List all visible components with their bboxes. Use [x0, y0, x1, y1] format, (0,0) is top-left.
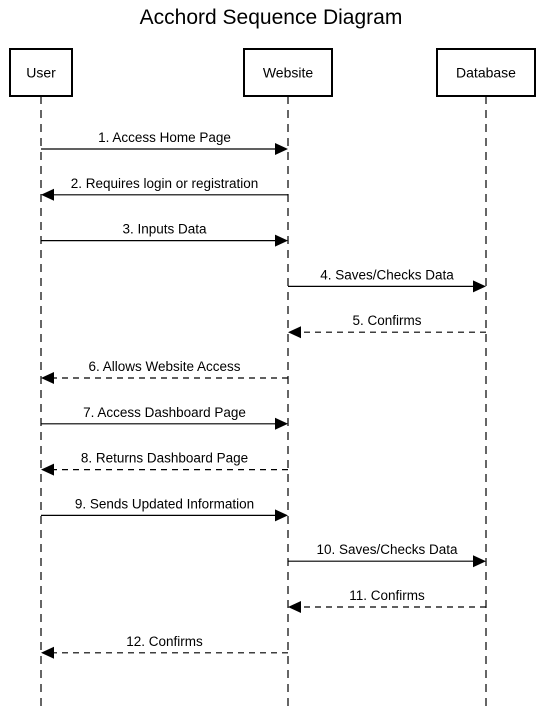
arrowhead-icon: [41, 646, 54, 659]
message-2: 2. Requires login or registration: [41, 176, 288, 201]
lifelines: [40, 96, 487, 708]
message-label-2: 2. Requires login or registration: [71, 176, 259, 191]
participant-label-user: User: [26, 65, 56, 81]
participant-user: User: [9, 48, 73, 97]
message-12: 12. Confirms: [41, 634, 288, 659]
message-label-9: 9. Sends Updated Information: [75, 496, 254, 511]
participant-label-website: Website: [263, 65, 314, 81]
participant-label-database: Database: [456, 65, 516, 81]
message-10: 10. Saves/Checks Data: [288, 542, 486, 568]
participant-database: Database: [436, 48, 536, 97]
arrowhead-icon: [288, 326, 301, 339]
message-label-3: 3. Inputs Data: [122, 222, 207, 237]
message-6: 6. Allows Website Access: [41, 359, 288, 384]
arrowhead-icon: [473, 280, 486, 293]
message-11: 11. Confirms: [288, 588, 486, 613]
arrowhead-icon: [275, 234, 288, 247]
arrowhead-icon: [473, 555, 486, 568]
arrowhead-icon: [275, 417, 288, 430]
message-7: 7. Access Dashboard Page: [41, 405, 288, 430]
message-1: 1. Access Home Page: [41, 130, 288, 155]
arrowhead-icon: [288, 601, 301, 613]
participant-box-user: [9, 48, 73, 97]
arrowhead-icon: [41, 463, 54, 476]
participant-box-website: [243, 48, 333, 97]
message-label-5: 5. Confirms: [352, 313, 421, 328]
arrowhead-icon: [41, 188, 54, 201]
diagram-title: Acchord Sequence Diagram: [139, 6, 403, 29]
message-label-10: 10. Saves/Checks Data: [316, 542, 458, 557]
participant-box-database: [436, 48, 536, 97]
participant-website: Website: [243, 48, 333, 97]
message-label-7: 7. Access Dashboard Page: [83, 405, 246, 420]
message-label-6: 6. Allows Website Access: [88, 359, 240, 374]
message-label-4: 4. Saves/Checks Data: [320, 267, 454, 282]
arrowhead-icon: [41, 372, 54, 384]
arrowhead-icon: [275, 143, 288, 155]
arrowhead-icon: [275, 509, 288, 522]
message-label-1: 1. Access Home Page: [98, 130, 231, 145]
message-4: 4. Saves/Checks Data: [288, 267, 486, 293]
message-9: 9. Sends Updated Information: [41, 496, 288, 522]
message-label-11: 11. Confirms: [349, 588, 425, 603]
message-label-8: 8. Returns Dashboard Page: [81, 451, 248, 466]
message-label-12: 12. Confirms: [126, 634, 203, 649]
participants: User Website Database: [9, 48, 536, 97]
message-8: 8. Returns Dashboard Page: [41, 451, 288, 476]
messages: 1. Access Home Page 2. Requires login or …: [41, 130, 486, 659]
message-5: 5. Confirms: [288, 313, 486, 339]
message-3: 3. Inputs Data: [41, 222, 288, 247]
